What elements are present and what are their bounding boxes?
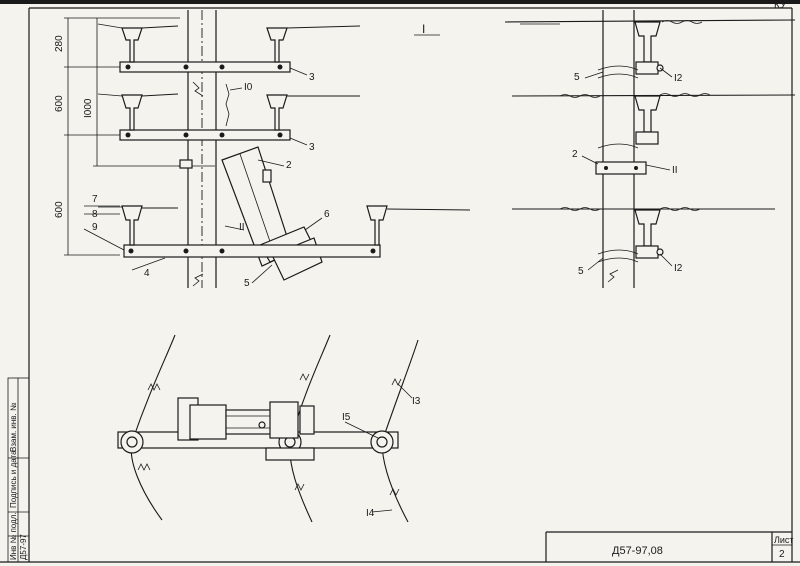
margin-inv-no: Инв № подл.: [9, 512, 18, 560]
callout-11: II: [239, 222, 245, 233]
plan-view: [117, 334, 419, 523]
margin-doc-code: Д57-97: [19, 534, 28, 560]
callout-5-right-top: 5: [574, 72, 580, 83]
callout-3-top: 3: [309, 72, 315, 83]
corner-code: КУ: [774, 0, 787, 11]
callout-12-right-top: I2: [674, 73, 683, 84]
callout-5-right-bottom: 5: [578, 266, 584, 277]
lower-crossarm: [98, 205, 471, 258]
callout-14: I4: [366, 508, 375, 519]
middle-crossarm: [97, 83, 360, 141]
callout-3-middle: 3: [309, 142, 315, 153]
pole-assembly-side-view: [64, 10, 217, 288]
callout-2-right: 2: [572, 149, 578, 160]
sheet-label: Лист: [774, 535, 794, 545]
dim-1000: I000: [83, 98, 94, 118]
view-label-i: I: [422, 22, 425, 36]
callout-8: 8: [92, 209, 98, 220]
top-crossarm: [97, 23, 361, 73]
callout-6: 6: [324, 209, 330, 220]
margin-replaced-inv: Взам. инв. №: [9, 402, 18, 452]
callout-13: I3: [412, 396, 421, 407]
sheet-number: 2: [779, 549, 785, 560]
callout-5: 5: [244, 278, 250, 289]
callout-12-right-bottom: I2: [674, 263, 683, 274]
callout-2: 2: [286, 160, 292, 171]
title-block: [545, 531, 792, 562]
callout-11-right: II: [672, 165, 678, 176]
dim-600-upper: 600: [54, 95, 65, 112]
pole-front-view: [504, 10, 796, 288]
dim-600-lower: 600: [54, 201, 65, 218]
dim-280: 280: [54, 35, 65, 52]
margin-sign-date: Подпись и дата: [9, 450, 18, 508]
diagonal-brace: [178, 146, 323, 281]
callout-7: 7: [92, 194, 98, 205]
callout-9: 9: [92, 222, 98, 233]
document-code: Д57-97,08: [612, 545, 663, 557]
left-view-leaders: [83, 67, 323, 284]
callout-4: 4: [144, 268, 150, 279]
callout-10: I0: [244, 82, 253, 93]
left-margin-stamp: [7, 377, 30, 563]
callout-15: I5: [342, 412, 351, 423]
